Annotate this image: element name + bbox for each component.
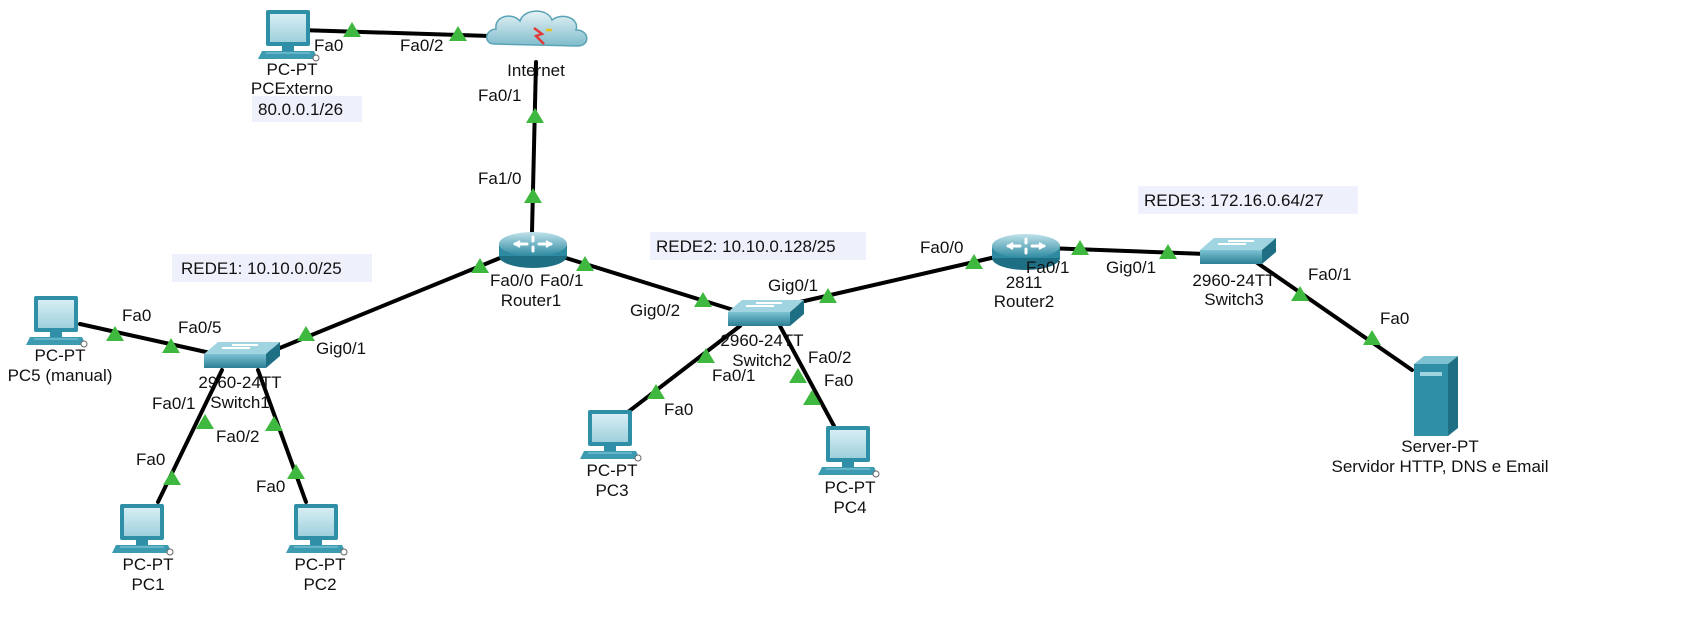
device-switch3[interactable]: 2960-24TT Switch3 [1192,237,1277,309]
port-label: Fa0/2 [400,36,443,55]
note-rede3: REDE3: 172.16.0.64/27 [1138,186,1358,214]
port-label: Gig0/1 [768,276,818,295]
port-label: Fa0/1 [478,86,521,105]
port-label: Fa0/1 [712,366,755,385]
link-switch2-router2 [798,254,1002,304]
port-label: Fa0 [256,477,285,496]
device-name-label: Servidor HTTP, DNS e Email [1332,457,1549,476]
port-label: Fa0 [1380,309,1409,328]
device-pc1[interactable]: PC-PT PC1 [111,503,174,594]
device-name-label: Router1 [501,291,561,310]
switch-icon [1199,237,1277,265]
device-type-label: 2960-24TT [198,373,281,392]
device-type-label: Server-PT [1401,437,1478,456]
device-name-label: Router2 [994,292,1054,311]
note-pcexterno-ip-text: 80.0.0.1/26 [258,100,343,119]
port-indicator-icon [524,188,542,203]
device-type-label: PC-PT [267,60,318,79]
note-rede1: REDE1: 10.10.0.0/25 [172,254,372,282]
pc-icon [817,425,880,478]
device-name-label: Switch3 [1204,290,1264,309]
port-label: Fa1/0 [478,169,521,188]
port-label: Fa0/2 [808,348,851,367]
pc-icon [25,295,88,348]
port-label: Fa0 [122,306,151,325]
device-pcexterno[interactable]: PC-PT PCExterno [251,9,333,98]
port-indicator-icon [265,416,283,431]
pc-icon [579,409,642,462]
device-type-label: PC-PT [825,478,876,497]
port-label: Fa0/1 [152,394,195,413]
port-label: Fa0/0 [920,238,963,257]
switch-icon [727,299,805,327]
device-switch2[interactable]: 2960-24TT Switch2 [720,299,805,370]
port-label: Fa0/1 [1308,265,1351,284]
note-rede1-text: REDE1: 10.10.0.0/25 [181,259,342,278]
cloud-icon [485,9,589,48]
device-switch1[interactable]: 2960-24TT Switch1 [198,341,282,412]
device-pc5[interactable]: PC-PT PC5 (manual) [8,295,113,385]
link-internet-router1 [530,60,538,234]
device-type-label: PC-PT [35,346,86,365]
note-rede2-text: REDE2: 10.10.0.128/25 [656,237,836,256]
device-type-label: 2960-24TT [1192,271,1275,290]
port-label: Fa0/1 [540,271,583,290]
device-name-label: PC5 (manual) [8,366,113,385]
port-label: Gig0/1 [316,339,366,358]
pc-icon [111,503,174,556]
device-pc2[interactable]: PC-PT PC2 [285,503,348,594]
port-labels: Fa0 Fa0/2 Fa0/1 Fa1/0 Fa0/0 Fa0/1 Gig0/1… [122,36,1409,496]
router-icon [497,230,569,270]
link-router2-switch3 [1044,246,1208,256]
port-label: Fa0/5 [178,318,221,337]
device-name-label: PCExterno [251,79,333,98]
device-type-label: PC-PT [123,555,174,574]
device-router1[interactable]: Router1 [497,230,569,310]
device-type-label: 2960-24TT [720,331,803,350]
port-label: Fa0/1 [1026,258,1069,277]
port-label: Fa0 [314,36,343,55]
device-type-label: 2811 [1006,273,1043,292]
port-label: Fa0/2 [216,427,259,446]
links [78,28,1414,504]
port-label: Fa0 [824,371,853,390]
port-indicator-icon [526,108,544,123]
pc-icon [285,503,348,556]
pc-icon [257,9,320,62]
device-name-label: PC3 [595,481,628,500]
device-server[interactable]: Server-PT Servidor HTTP, DNS e Email [1332,356,1549,476]
port-label: Gig0/2 [630,301,680,320]
note-rede3-text: REDE3: 172.16.0.64/27 [1144,191,1324,210]
device-name-label: PC2 [303,575,336,594]
port-indicator-icon [287,464,305,479]
link-switch2-pc3 [626,324,742,414]
device-name-label: PC1 [131,575,164,594]
note-rede2: REDE2: 10.10.0.128/25 [650,232,866,260]
port-label: Gig0/1 [1106,258,1156,277]
server-icon [1414,356,1458,436]
link-router1-switch2 [564,256,742,314]
note-pcexterno-ip: 80.0.0.1/26 [252,96,362,122]
port-indicator-icon [163,470,181,485]
switch-icon [203,341,281,369]
link-switch3-server [1254,260,1414,372]
device-name-label: Switch2 [732,351,792,370]
device-name-label: PC4 [833,498,866,517]
device-type-label: PC-PT [587,461,638,480]
device-router2[interactable]: 2811 Router2 [990,232,1062,311]
device-internet[interactable]: Internet [485,9,589,80]
link-switch1-pc2 [256,368,308,504]
port-label: Fa0 [136,450,165,469]
device-name-label: Switch1 [210,393,270,412]
device-name-label: Internet [507,61,565,80]
port-label: Fa0/0 [490,271,533,290]
device-type-label: PC-PT [295,555,346,574]
device-pc4[interactable]: PC-PT PC4 [817,425,880,517]
link-switch2-pc4 [778,324,836,428]
device-pc3[interactable]: PC-PT PC3 [579,409,642,500]
link-pc5-switch1 [78,322,217,356]
port-label: Fa0 [664,400,693,419]
